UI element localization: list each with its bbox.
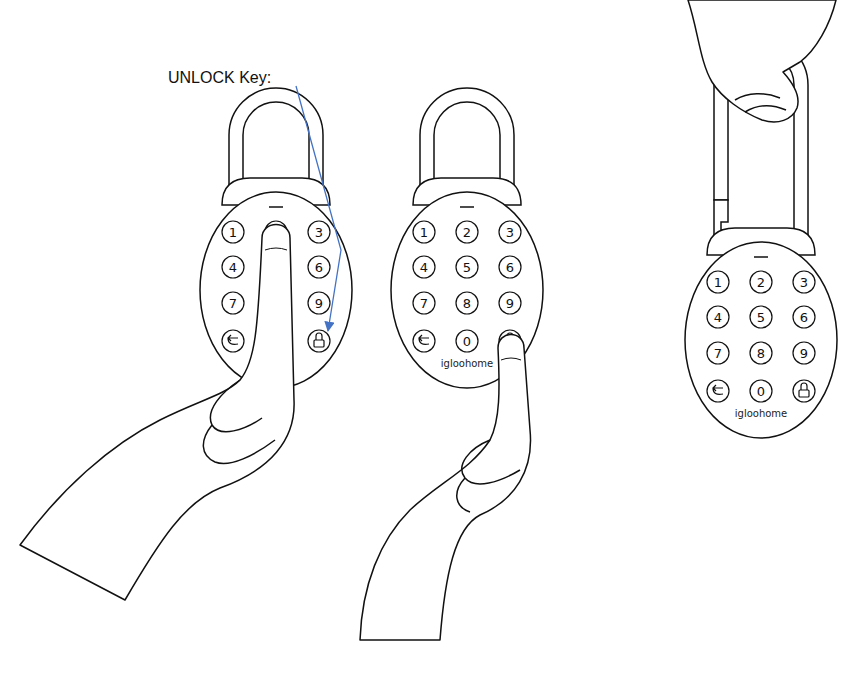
key-digit: 4 <box>714 311 722 324</box>
key-digit: 3 <box>800 276 808 289</box>
key-digit: 7 <box>714 347 722 360</box>
key-digit: 2 <box>757 276 765 289</box>
key-digit: 5 <box>757 311 765 324</box>
key-digit: 6 <box>315 261 323 274</box>
lifting-hand <box>688 0 836 122</box>
key-digit: 1 <box>714 276 722 289</box>
key-digit: 9 <box>800 347 808 360</box>
key-digit: 8 <box>757 347 765 360</box>
key-digit: 0 <box>463 335 471 348</box>
key-digit: 7 <box>420 297 428 310</box>
key-digit: 1 <box>420 226 428 239</box>
key-digit: 9 <box>315 297 323 310</box>
key-digit: 3 <box>506 226 514 239</box>
key-digit: 5 <box>463 261 471 274</box>
key-digit: 7 <box>229 297 237 310</box>
brand-name: igloohome <box>441 359 494 369</box>
key-digit: 1 <box>229 226 237 239</box>
key-digit: 8 <box>463 297 471 310</box>
leader-arrow <box>296 86 341 331</box>
callout-label: UNLOCK Key: <box>168 70 271 86</box>
key-digit: 3 <box>315 226 323 239</box>
pressing-hand <box>360 335 531 641</box>
key-digit: 4 <box>420 261 428 274</box>
key-digit: 0 <box>757 385 765 398</box>
key-digit: 2 <box>463 226 471 239</box>
brand-name: igloohome <box>735 409 788 419</box>
key-digit: 6 <box>800 311 808 324</box>
key-digit: 6 <box>506 261 514 274</box>
key-digit: 9 <box>506 297 514 310</box>
pressing-hand <box>20 225 294 601</box>
key-digit: 4 <box>229 261 237 274</box>
